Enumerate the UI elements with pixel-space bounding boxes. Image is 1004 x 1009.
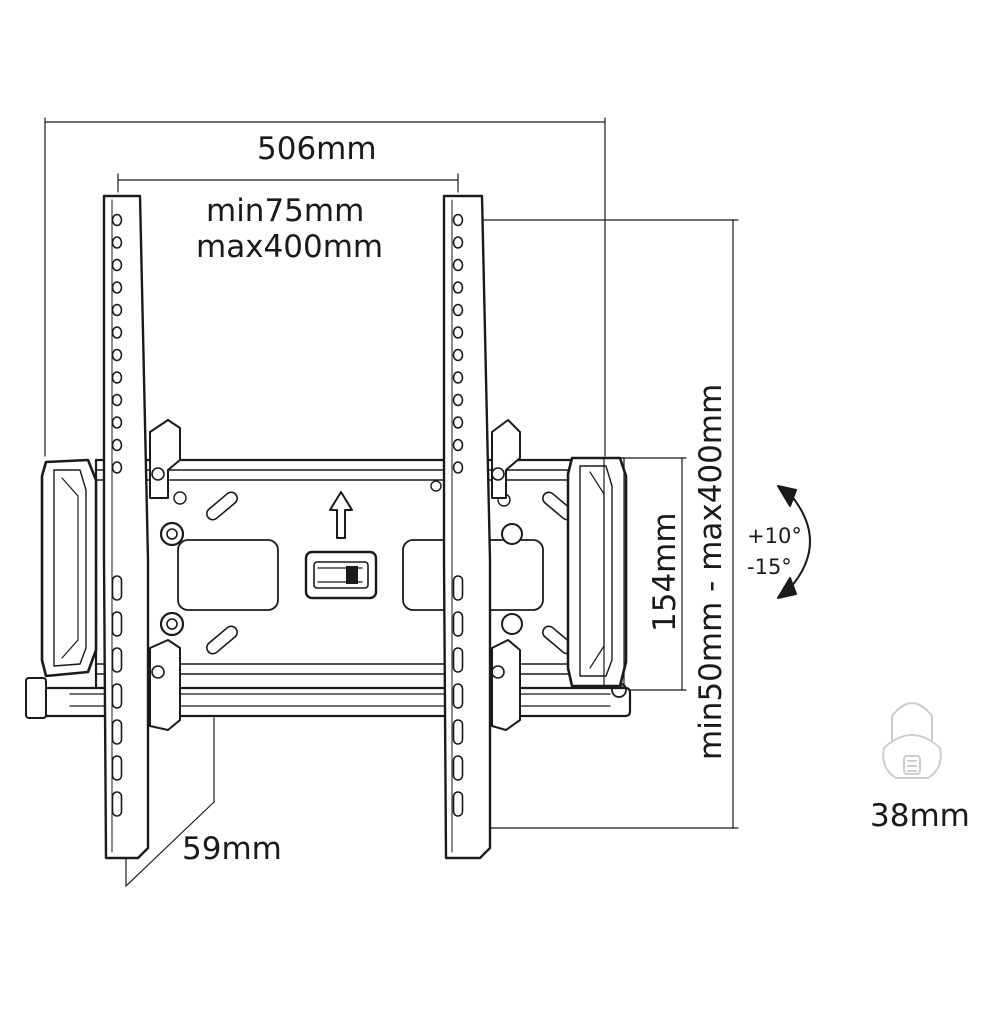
left-hook-brackets — [149, 419, 185, 731]
mounting-hole — [111, 326, 123, 339]
mounting-hole — [452, 326, 464, 339]
mounting-slot — [111, 755, 123, 781]
mounting-hole — [111, 348, 123, 362]
mounting-slot — [452, 755, 464, 781]
mounting-slot — [111, 611, 123, 637]
mounting-slot — [452, 683, 464, 709]
mounting-slot — [111, 719, 123, 745]
mounting-hole — [452, 281, 464, 294]
mounting-hole — [111, 371, 123, 384]
plate-height-label: 154mm — [647, 512, 683, 632]
mounting-hole — [111, 213, 123, 227]
vesa-horizontal-max-label: max400mm — [196, 229, 384, 265]
mounting-hole — [452, 303, 464, 317]
mounting-hole — [111, 461, 123, 474]
mounting-hole — [452, 236, 464, 249]
mounting-hole — [111, 236, 123, 249]
left-vertical-arm — [102, 194, 150, 860]
mounting-slot — [111, 683, 123, 709]
mounting-slot — [452, 791, 464, 817]
tilt-down-label: -15° — [747, 555, 792, 579]
tilt-arc-arrow — [777, 485, 811, 599]
mounting-slot — [111, 575, 123, 601]
mounting-hole — [111, 303, 123, 317]
mounting-hole — [111, 281, 123, 294]
mounting-hole — [452, 393, 464, 407]
mounting-hole — [452, 258, 464, 272]
mounting-hole — [452, 213, 464, 227]
mounting-slot — [452, 719, 464, 745]
mounting-hole — [452, 416, 464, 429]
right-hook-brackets — [491, 419, 523, 731]
vesa-horizontal-dimension-line — [117, 173, 459, 193]
vesa-horizontal-min-label: min75mm — [206, 193, 365, 229]
width-label: 506mm — [257, 131, 377, 167]
left-tilt-handle — [40, 458, 98, 678]
mounting-hole — [452, 438, 464, 452]
width-dimension-line — [44, 117, 606, 457]
mounting-slot — [111, 791, 123, 817]
mounting-hole — [452, 371, 464, 384]
mounting-slot — [452, 575, 464, 601]
mounting-hole — [111, 258, 123, 272]
vesa-vertical-range-label: min50mm - max400mm — [693, 383, 729, 760]
right-vertical-arm — [442, 194, 492, 860]
mounting-hole — [111, 438, 123, 452]
lock-size-label: 38mm — [870, 798, 970, 834]
mounting-hole — [452, 461, 464, 474]
padlock-icon — [882, 702, 942, 779]
depth-label: 59mm — [182, 831, 282, 867]
mounting-hole — [111, 416, 123, 429]
vesa-vertical-dimension-line — [465, 219, 739, 829]
right-tilt-handle — [566, 456, 628, 688]
mounting-slot — [111, 647, 123, 673]
mounting-slot — [452, 647, 464, 673]
mounting-hole — [111, 393, 123, 407]
mounting-slot — [452, 611, 464, 637]
tilt-up-label: +10° — [747, 524, 802, 548]
mounting-hole — [452, 348, 464, 362]
